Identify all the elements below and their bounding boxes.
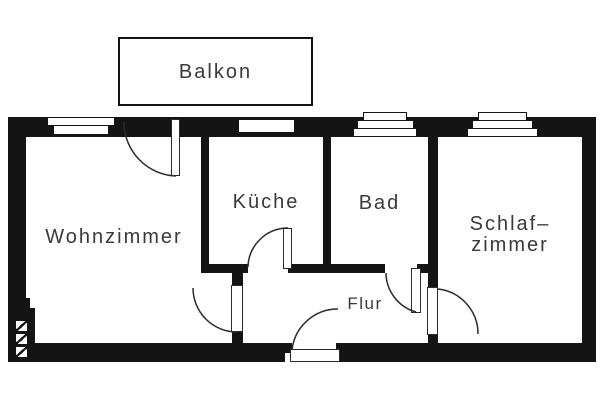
door-arc-entrance — [291, 308, 339, 351]
balcony-outline: Balkon — [118, 37, 313, 106]
wall-flur-top-segment-2 — [288, 264, 385, 273]
wall-bad-schlafzimmer — [428, 137, 438, 288]
door-leaf-wohnzimmer — [231, 285, 243, 332]
door-leaf-entrance — [290, 349, 340, 362]
room-label-kueche: Küche — [232, 191, 300, 213]
wall-kueche-bad — [323, 137, 331, 273]
door-arc-kueche — [247, 227, 289, 268]
room-label-wohnzimmer: Wohnzimmer — [45, 226, 183, 248]
entrance-jamb-right — [336, 343, 344, 353]
room-label-flur: Flur — [347, 294, 383, 313]
wall-flur-top-segment-3 — [417, 264, 438, 273]
window-bad-sill-bottom — [353, 128, 417, 137]
room-label-schlafzimmer: Schlaf– zimmer — [438, 214, 582, 256]
room-label-schlafzimmer-line2: zimmer — [471, 234, 549, 256]
wall-schlafzimmer-flur-stub — [428, 335, 438, 343]
outer-wall-left — [8, 117, 26, 362]
door-arc-schlafzimmer — [437, 288, 479, 335]
entrance-jamb-left — [285, 343, 292, 353]
left-wall-step-block — [26, 298, 30, 362]
outer-wall-bottom-left-segment — [8, 343, 285, 362]
door-leaf-balcony — [171, 119, 180, 176]
window-schlafzimmer-sill-bottom — [467, 128, 538, 137]
wall-wohnzimmer-kueche — [201, 137, 209, 272]
door-leaf-schlafzimmer — [427, 287, 438, 335]
window-wohnzimmer-frame — [53, 125, 109, 135]
door-leaf-bad — [411, 268, 421, 313]
wall-wohnzimmer-flur-stub-bottom — [232, 330, 243, 343]
room-label-balkon: Balkon — [178, 60, 253, 83]
wall-wohnzimmer-flur-stub-top — [232, 273, 243, 288]
door-leaf-kueche — [283, 228, 292, 269]
outer-wall-bottom-right-segment — [340, 343, 596, 362]
left-wall-shaft-block — [30, 308, 35, 362]
room-label-schlafzimmer-line1: Schlaf– — [469, 213, 551, 235]
shaft-hatch-square-1 — [15, 320, 28, 332]
room-label-bad: Bad — [358, 192, 401, 214]
wall-flur-top-segment-1 — [201, 264, 248, 273]
window-kueche — [238, 119, 295, 133]
shaft-hatch-square-2 — [15, 333, 28, 345]
shaft-hatch-square-3 — [15, 346, 28, 358]
outer-wall-right — [582, 117, 596, 362]
